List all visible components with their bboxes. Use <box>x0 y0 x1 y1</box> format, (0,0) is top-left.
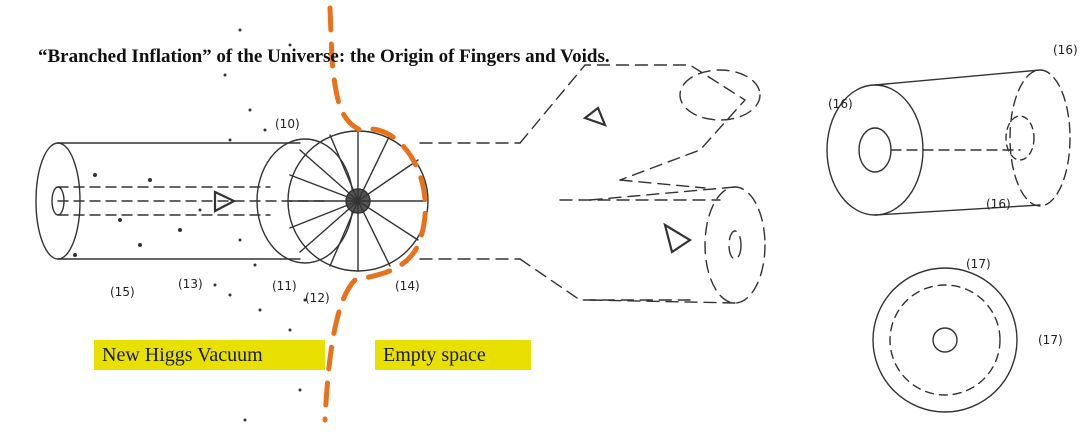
branch-tubes <box>420 65 765 303</box>
diagram-title: “Branched Inflation” of the Universe: th… <box>38 46 778 68</box>
direction-arrow-upper <box>585 108 605 125</box>
annotation-13: (13) <box>178 277 203 291</box>
annotation-17-top: (17) <box>966 257 991 271</box>
annotation-10: (10) <box>275 117 300 131</box>
annotation-17-right: (17) <box>1038 333 1063 347</box>
annotation-16-top: (16) <box>1053 43 1078 57</box>
annotation-16-left: (16) <box>828 97 853 111</box>
direction-arrow-lower <box>665 225 690 252</box>
annotation-11: (11) <box>272 279 297 293</box>
new-higgs-vacuum-label: New Higgs Vacuum <box>94 340 325 370</box>
annotation-16-bottom: (16) <box>986 197 1011 211</box>
annotation-14: (14) <box>395 279 420 293</box>
empty-space-label: Empty space <box>375 340 531 370</box>
right-cylinder-top <box>827 70 1070 215</box>
right-circle-bottom <box>873 268 1017 412</box>
annotation-15: (15) <box>110 285 135 299</box>
annotation-12: (12) <box>305 291 330 305</box>
left-cylinder <box>36 143 330 259</box>
